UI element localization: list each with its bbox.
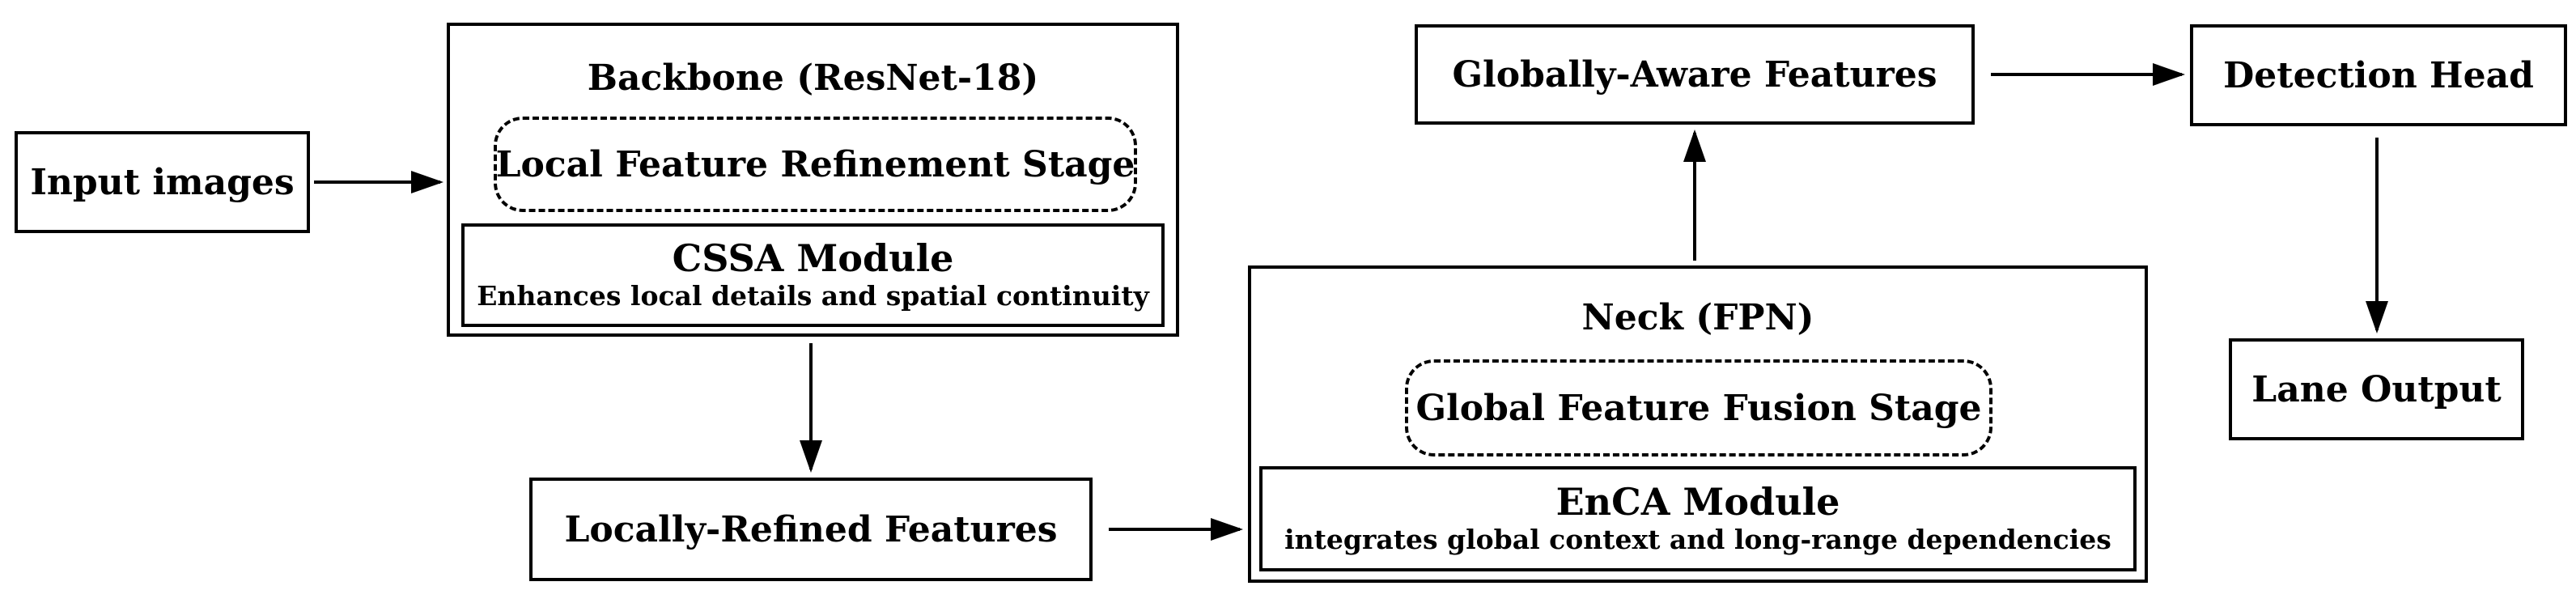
backbone-box: Backbone (ResNet-18) Local Feature Refin… [447, 23, 1179, 337]
global-feature-fusion-stage: Global Feature Fusion Stage [1405, 359, 1992, 456]
lane-output-box: Lane Output [2229, 338, 2524, 440]
cssa-module-box: CSSA Module Enhances local details and s… [461, 223, 1165, 327]
enca-module-desc: integrates global context and long-range… [1284, 524, 2111, 555]
locally-refined-features-box: Locally-Refined Features [529, 478, 1093, 581]
detection-head-label: Detection Head [2223, 54, 2534, 96]
detection-head-box: Detection Head [2190, 24, 2567, 126]
globally-aware-features-box: Globally-Aware Features [1415, 24, 1975, 125]
lane-output-label: Lane Output [2251, 368, 2502, 410]
global-stage-label: Global Feature Fusion Stage [1415, 387, 1982, 429]
enca-module-box: EnCA Module integrates global context an… [1259, 466, 2137, 571]
cssa-module-desc: Enhances local details and spatial conti… [477, 280, 1149, 312]
input-images-box: Input images [15, 131, 310, 233]
input-images-label: Input images [30, 161, 295, 203]
backbone-title: Backbone (ResNet-18) [587, 57, 1039, 99]
enca-module-name: EnCA Module [1555, 480, 1840, 524]
cssa-module-name: CSSA Module [672, 236, 954, 280]
globally-aware-features-label: Globally-Aware Features [1452, 53, 1937, 96]
neck-box: Neck (FPN) Global Feature Fusion Stage E… [1248, 265, 2148, 583]
neck-title: Neck (FPN) [1581, 296, 1814, 338]
locally-refined-features-label: Locally-Refined Features [564, 508, 1058, 550]
local-feature-refinement-stage: Local Feature Refinement Stage [494, 117, 1137, 212]
local-stage-label: Local Feature Refinement Stage [495, 143, 1135, 185]
